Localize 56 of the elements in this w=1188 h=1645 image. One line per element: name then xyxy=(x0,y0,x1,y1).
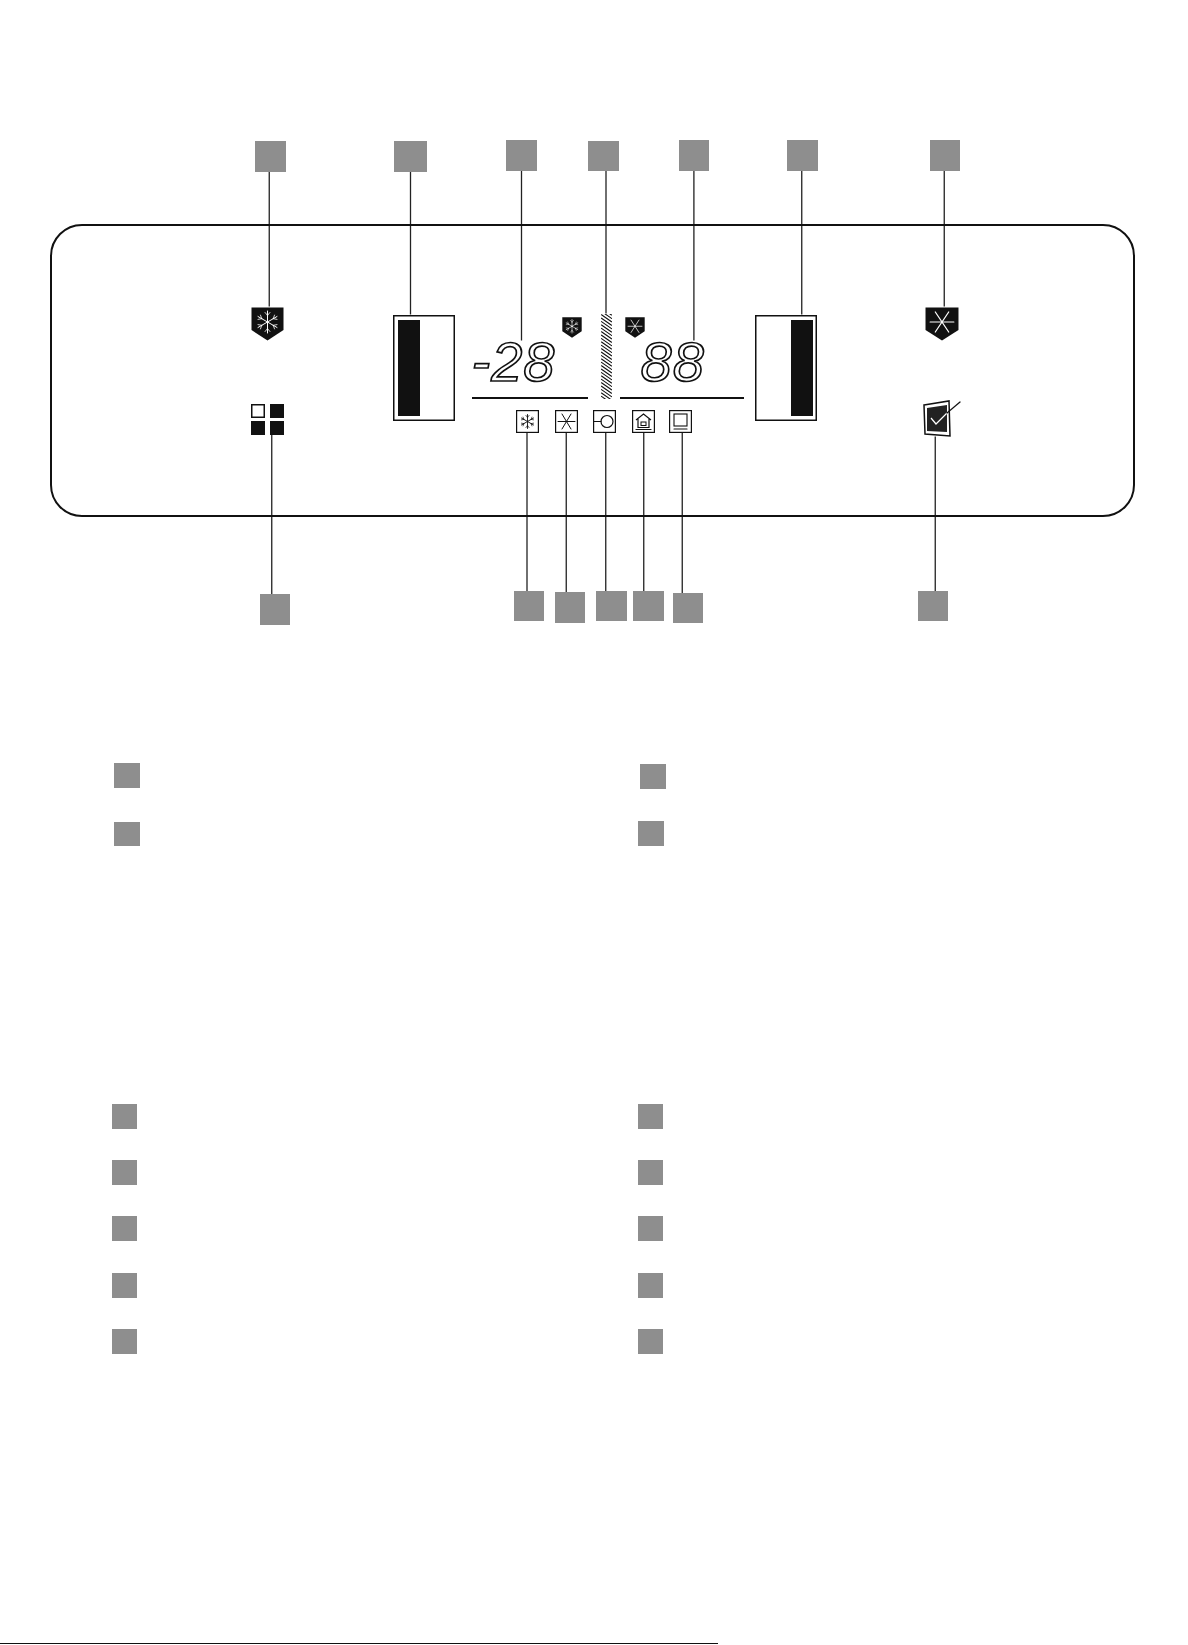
level-gauge xyxy=(392,314,455,421)
callout-box xyxy=(787,140,818,171)
callout-box xyxy=(679,140,709,171)
callout-box xyxy=(255,141,286,172)
digit-readout: 88 xyxy=(640,340,709,383)
callout-box xyxy=(112,1273,137,1298)
callout-box xyxy=(596,591,627,621)
leader-line xyxy=(943,170,945,308)
digit-readout: -28 xyxy=(471,340,560,383)
callout-box xyxy=(260,594,290,625)
callout-box xyxy=(633,591,664,621)
leader-line xyxy=(520,170,523,342)
leader-line xyxy=(526,431,528,592)
callout-box xyxy=(112,1160,137,1185)
leader-line xyxy=(681,431,683,594)
boxed-snowflake-icon xyxy=(515,409,539,433)
level-gauge xyxy=(754,314,817,421)
callout-box xyxy=(506,140,537,171)
callout-box xyxy=(640,764,666,789)
callout-box xyxy=(112,1216,137,1241)
leader-line xyxy=(605,431,607,592)
callout-box xyxy=(918,591,948,621)
screen-icon xyxy=(668,409,692,433)
leader-line xyxy=(934,435,936,592)
callout-box xyxy=(588,141,619,171)
callout-box xyxy=(112,1104,137,1129)
callout-box xyxy=(638,1329,663,1354)
leader-line xyxy=(409,171,412,316)
leader-line xyxy=(693,170,695,342)
checkbox-icon xyxy=(922,399,961,437)
callout-box xyxy=(394,141,427,172)
leader-line xyxy=(565,431,567,593)
house-icon xyxy=(631,409,655,433)
callout-box xyxy=(930,140,960,171)
four-squares-icon xyxy=(250,403,284,435)
callout-box xyxy=(638,1160,663,1185)
leader-line xyxy=(605,170,607,315)
hatched-divider xyxy=(600,313,612,399)
callout-box xyxy=(112,1329,137,1354)
callout-box xyxy=(514,591,544,621)
callout-box xyxy=(114,822,140,846)
callout-box xyxy=(114,763,140,788)
callout-box xyxy=(555,592,585,623)
callout-box xyxy=(638,821,664,846)
callout-box xyxy=(638,1273,663,1298)
leader-line xyxy=(643,431,645,592)
leader-line xyxy=(801,170,803,316)
boxed-asterisk-icon xyxy=(554,409,578,433)
callout-box xyxy=(673,593,703,623)
callout-box xyxy=(638,1216,663,1241)
display-panel xyxy=(50,224,1135,517)
snowflake-shield-icon xyxy=(250,306,284,341)
leader-line xyxy=(271,433,273,595)
leader-line xyxy=(268,171,270,308)
callout-box xyxy=(638,1104,663,1129)
asterisk-shield-icon xyxy=(924,306,959,341)
